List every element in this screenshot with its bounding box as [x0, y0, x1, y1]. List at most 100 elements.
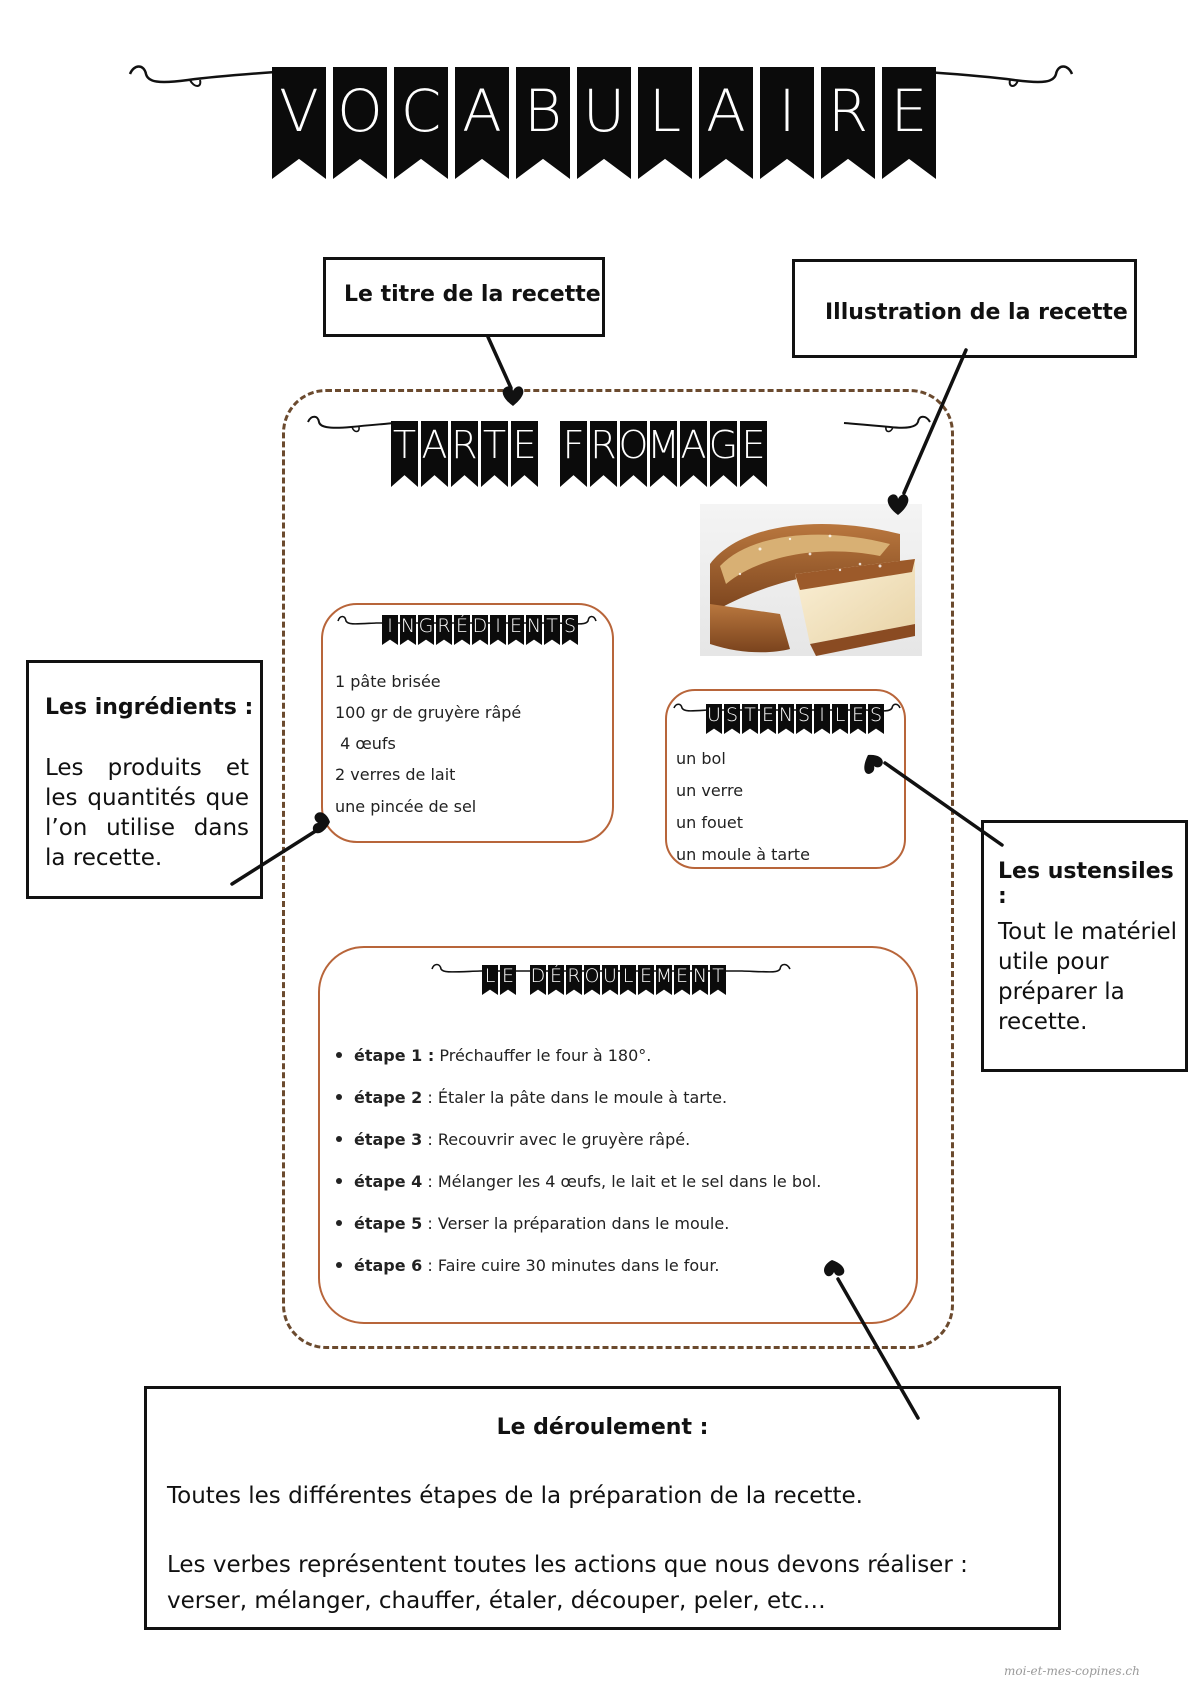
ustensile-item: un bol — [676, 749, 726, 768]
recipe-title-banner: T A R T E F R O M A G E — [391, 421, 767, 487]
bullet-icon — [336, 1135, 342, 1142]
deroulement-heading-letter: E — [674, 965, 690, 995]
cheese-tart-photo — [700, 504, 922, 656]
step-item: étape 3 : Recouvrir avec le gruyère râpé… — [336, 1130, 690, 1149]
deroulement-heading-letter: É — [548, 965, 564, 995]
banner-letter: R — [821, 67, 875, 179]
bullet-icon — [336, 1177, 342, 1184]
bullet-icon — [336, 1093, 342, 1100]
ingredient-item: 100 gr de gruyère râpé — [335, 703, 522, 722]
step-label: étape 5 — [354, 1214, 423, 1233]
ingredients-heading-letter: S — [562, 615, 578, 645]
ingredient-item: 2 verres de lait — [335, 765, 456, 784]
ingredient-item: 1 pâte brisée — [335, 672, 441, 691]
step-text: : Mélanger les 4 œufs, le lait et le sel… — [422, 1172, 822, 1191]
step-text: Préchauffer le four à 180°. — [434, 1046, 652, 1065]
deroulement-label-box: Le déroulement : Toutes les différentes … — [144, 1386, 1061, 1630]
deroulement-heading-letter: N — [692, 965, 708, 995]
step-label: étape 6 — [354, 1256, 423, 1275]
deroulement-heading-letter: O — [584, 965, 600, 995]
banner-string-left-decoration — [128, 65, 277, 87]
ingredients-heading-letter: D — [472, 615, 488, 645]
ustensiles-heading-letter: S — [796, 704, 812, 734]
ingredients-heading-letter: T — [544, 615, 560, 645]
title-label-box: Le titre de la recette — [323, 257, 605, 337]
cheese-tart-illustration — [700, 504, 922, 656]
heart-arrowhead-icon — [864, 754, 883, 774]
ustensiles-heading-letter: S — [724, 704, 740, 734]
ingredients-heading-letter: N — [526, 615, 542, 645]
ustensiles-heading-letter: U — [706, 704, 722, 734]
banner-letter: C — [394, 67, 448, 179]
ingredients-heading-letter: G — [418, 615, 434, 645]
deroulement-heading-letter: E — [500, 965, 516, 995]
ingredient-item: 4 œufs — [335, 734, 396, 753]
step-label: étape 1 : — [354, 1046, 435, 1065]
step-label: étape 3 — [354, 1130, 423, 1149]
deroulement-heading-letter: U — [602, 965, 618, 995]
bullet-icon — [336, 1219, 342, 1226]
recipe-title-string-left — [307, 415, 395, 433]
ingredients-heading-letter: É — [454, 615, 470, 645]
banner-string-right-decoration — [925, 65, 1074, 87]
ustensiles-heading-letter: E — [850, 704, 866, 734]
deroulement-heading-letter: T — [710, 965, 726, 995]
step-item: étape 4 : Mélanger les 4 œufs, le lait e… — [336, 1172, 821, 1191]
ingredient-item: une pincée de sel — [335, 797, 477, 816]
step-item: étape 2 : Étaler la pâte dans le moule à… — [336, 1088, 727, 1107]
ustensiles-heading-letter: L — [832, 704, 848, 734]
deroulement-label-text-1: Toutes les différentes étapes de la prép… — [167, 1483, 863, 1509]
ustensiles-label-text: Tout le matériel utile pour préparer la … — [998, 919, 1178, 1035]
title-label-text: Le titre de la recette — [344, 282, 601, 307]
illustration-label-box: Illustration de la recette — [792, 259, 1137, 358]
step-text: : Recouvrir avec le gruyère râpé. — [422, 1130, 691, 1149]
heart-arrowhead-icon — [312, 812, 330, 834]
ingredients-label-box: Les ingrédients : Les produits et les qu… — [26, 660, 263, 899]
ingredients-label-text: Les produits et les quantités que l’on u… — [45, 755, 249, 871]
deroulement-heading-letter: M — [656, 965, 672, 995]
deroulement-heading-letter: D — [530, 965, 546, 995]
ustensile-item: un moule à tarte — [676, 845, 810, 864]
ustensiles-heading-letter: S — [868, 704, 884, 734]
heart-arrowhead-icon — [502, 386, 524, 406]
ustensiles-heading-letter: N — [778, 704, 794, 734]
ustensiles-heading-letter: I — [814, 704, 830, 734]
recipe-title-string-right — [843, 415, 931, 433]
ingredients-label-title: Les ingrédients : — [45, 695, 254, 720]
deroulement-heading-letter: L — [620, 965, 636, 995]
deroulement-heading-banner: L E D É R O U L E M E N T — [482, 965, 726, 995]
ingredients-heading-letter: I — [382, 615, 398, 645]
deroulement-heading-letter: R — [566, 965, 582, 995]
deroulement-label-text-2: Les verbes représentent toutes les actio… — [167, 1552, 968, 1614]
deroulement-label-title: Le déroulement : — [496, 1415, 709, 1440]
step-label: étape 4 — [354, 1172, 423, 1191]
ustensiles-heading-letter: E — [760, 704, 776, 734]
bullet-icon — [336, 1051, 342, 1058]
banner-letter: B — [516, 67, 570, 179]
step-item: étape 5 : Verser la préparation dans le … — [336, 1214, 729, 1233]
step-text: : Faire cuire 30 minutes dans le four. — [422, 1256, 720, 1275]
recipe-title-letter: G — [710, 421, 737, 487]
banner-letter: U — [577, 67, 631, 179]
banner-letter: L — [638, 67, 692, 179]
ustensiles-heading-letter: T — [742, 704, 758, 734]
ustensiles-label-title: Les ustensiles : — [998, 859, 1174, 909]
recipe-sheet-frame — [282, 389, 954, 1349]
recipe-title-letter: F — [560, 421, 587, 487]
watermark-text: moi-et-mes-copines.ch — [1004, 1664, 1140, 1678]
step-text: : Verser la préparation dans le moule. — [422, 1214, 730, 1233]
deroulement-card — [318, 946, 918, 1324]
heart-arrowhead-icon — [824, 1260, 845, 1277]
ingredients-heading-banner: I N G R É D I E N T S — [382, 615, 578, 645]
vocabulaire-banner: V O C A B U L A I R E — [272, 67, 936, 179]
deroulement-heading-letter: E — [638, 965, 654, 995]
step-item: étape 6 : Faire cuire 30 minutes dans le… — [336, 1256, 720, 1275]
ustensile-item: un fouet — [676, 813, 744, 832]
ustensiles-heading-banner: U S T E N S I L E S — [706, 704, 884, 734]
ustensiles-label-box: Les ustensiles : Tout le matériel utile … — [981, 820, 1188, 1072]
deroulement-heading-letter: L — [482, 965, 498, 995]
ingredients-heading-letter: E — [508, 615, 524, 645]
heart-arrowhead-icon — [887, 494, 909, 515]
bullet-icon — [336, 1261, 342, 1268]
